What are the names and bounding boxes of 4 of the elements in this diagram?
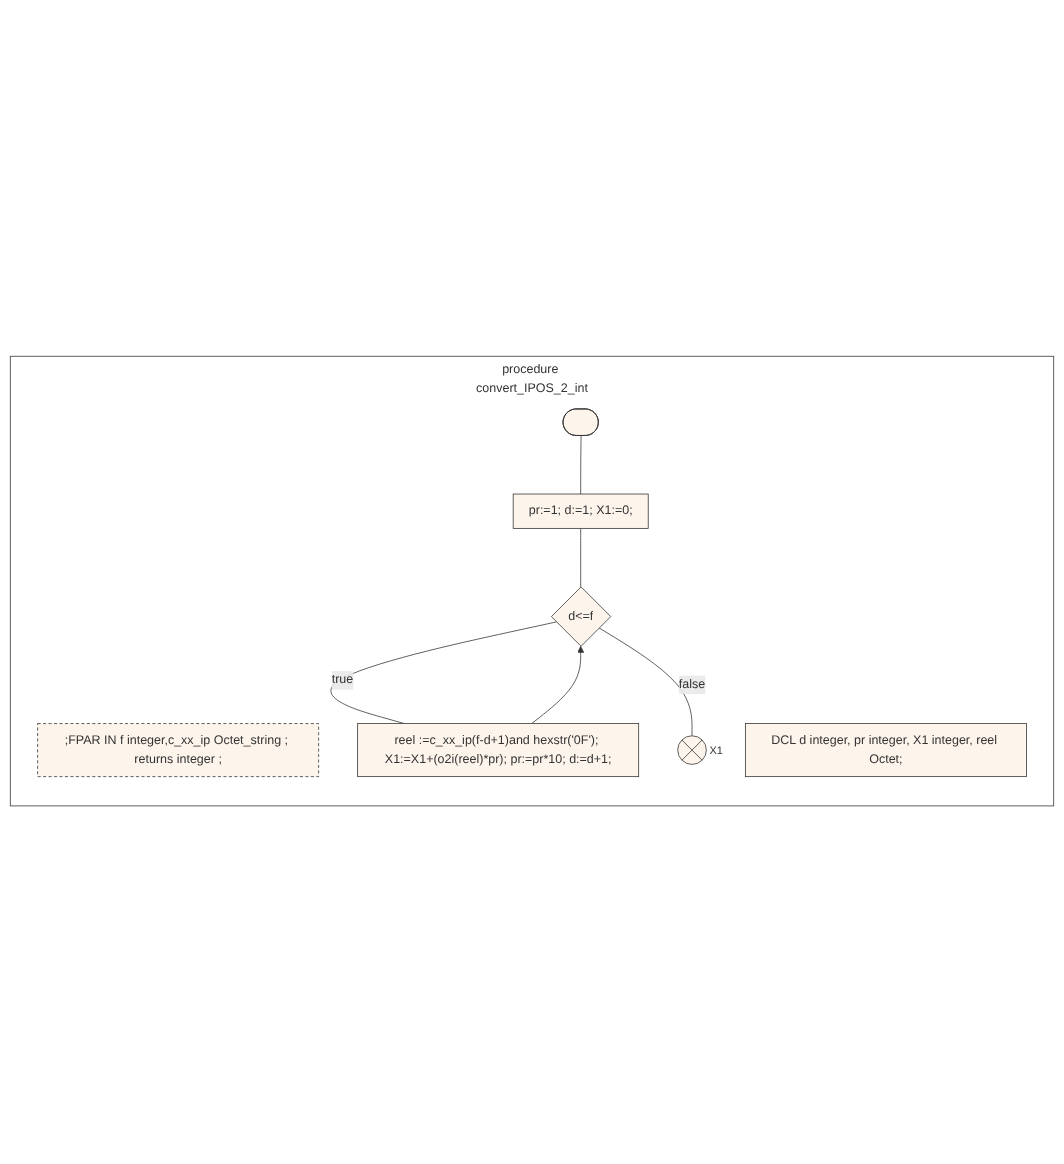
connector	[580, 528, 582, 589]
connector	[598, 628, 693, 738]
connector	[580, 436, 582, 496]
connector	[330, 622, 557, 725]
